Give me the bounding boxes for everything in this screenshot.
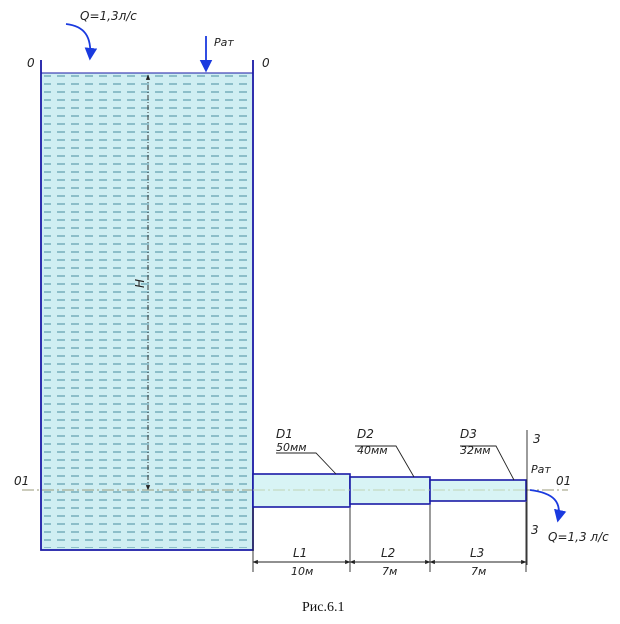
tank-water-dashes xyxy=(44,75,250,548)
patm-top-label: Pат xyxy=(214,36,234,49)
d1-value: 50мм xyxy=(276,441,307,454)
pipe-d2 xyxy=(349,476,431,505)
l2-name: L2 xyxy=(381,546,395,560)
level-right-label: 0 xyxy=(262,56,270,70)
d1-leader xyxy=(276,452,337,475)
inflow-label: Q=1,3л/с xyxy=(80,9,137,23)
d3-value: 32мм xyxy=(460,444,491,457)
d3-name: D3 xyxy=(460,427,477,441)
axis-right-label: 01 xyxy=(556,474,571,488)
tank-walls xyxy=(40,60,254,551)
inflow-arrow xyxy=(65,23,98,61)
outflow-label: Q=1,3 л/с xyxy=(548,530,609,544)
section-top-label: 3 xyxy=(533,432,541,446)
l3-value: 7м xyxy=(471,565,486,578)
outflow-arrow xyxy=(529,489,567,523)
d2-name: D2 xyxy=(357,427,374,441)
section-bottom-label: 3 xyxy=(531,523,539,537)
level-left-label: 0 xyxy=(27,56,35,70)
patm-outlet-label: Pат xyxy=(531,463,551,476)
l1-name: L1 xyxy=(293,546,307,560)
l3-name: L3 xyxy=(470,546,484,560)
l1-value: 10м xyxy=(291,565,313,578)
axis-left-label: 01 xyxy=(14,474,29,488)
pipe-d1 xyxy=(252,473,351,508)
d1-name: D1 xyxy=(276,427,293,441)
d2-value: 40мм xyxy=(357,444,388,457)
figure-caption: Рис.6.1 xyxy=(302,600,345,615)
d3-leader xyxy=(460,445,515,481)
pipe-d3 xyxy=(429,479,527,502)
l2-value: 7м xyxy=(382,565,397,578)
d2-leader xyxy=(355,445,415,478)
head-label: H xyxy=(133,279,147,288)
